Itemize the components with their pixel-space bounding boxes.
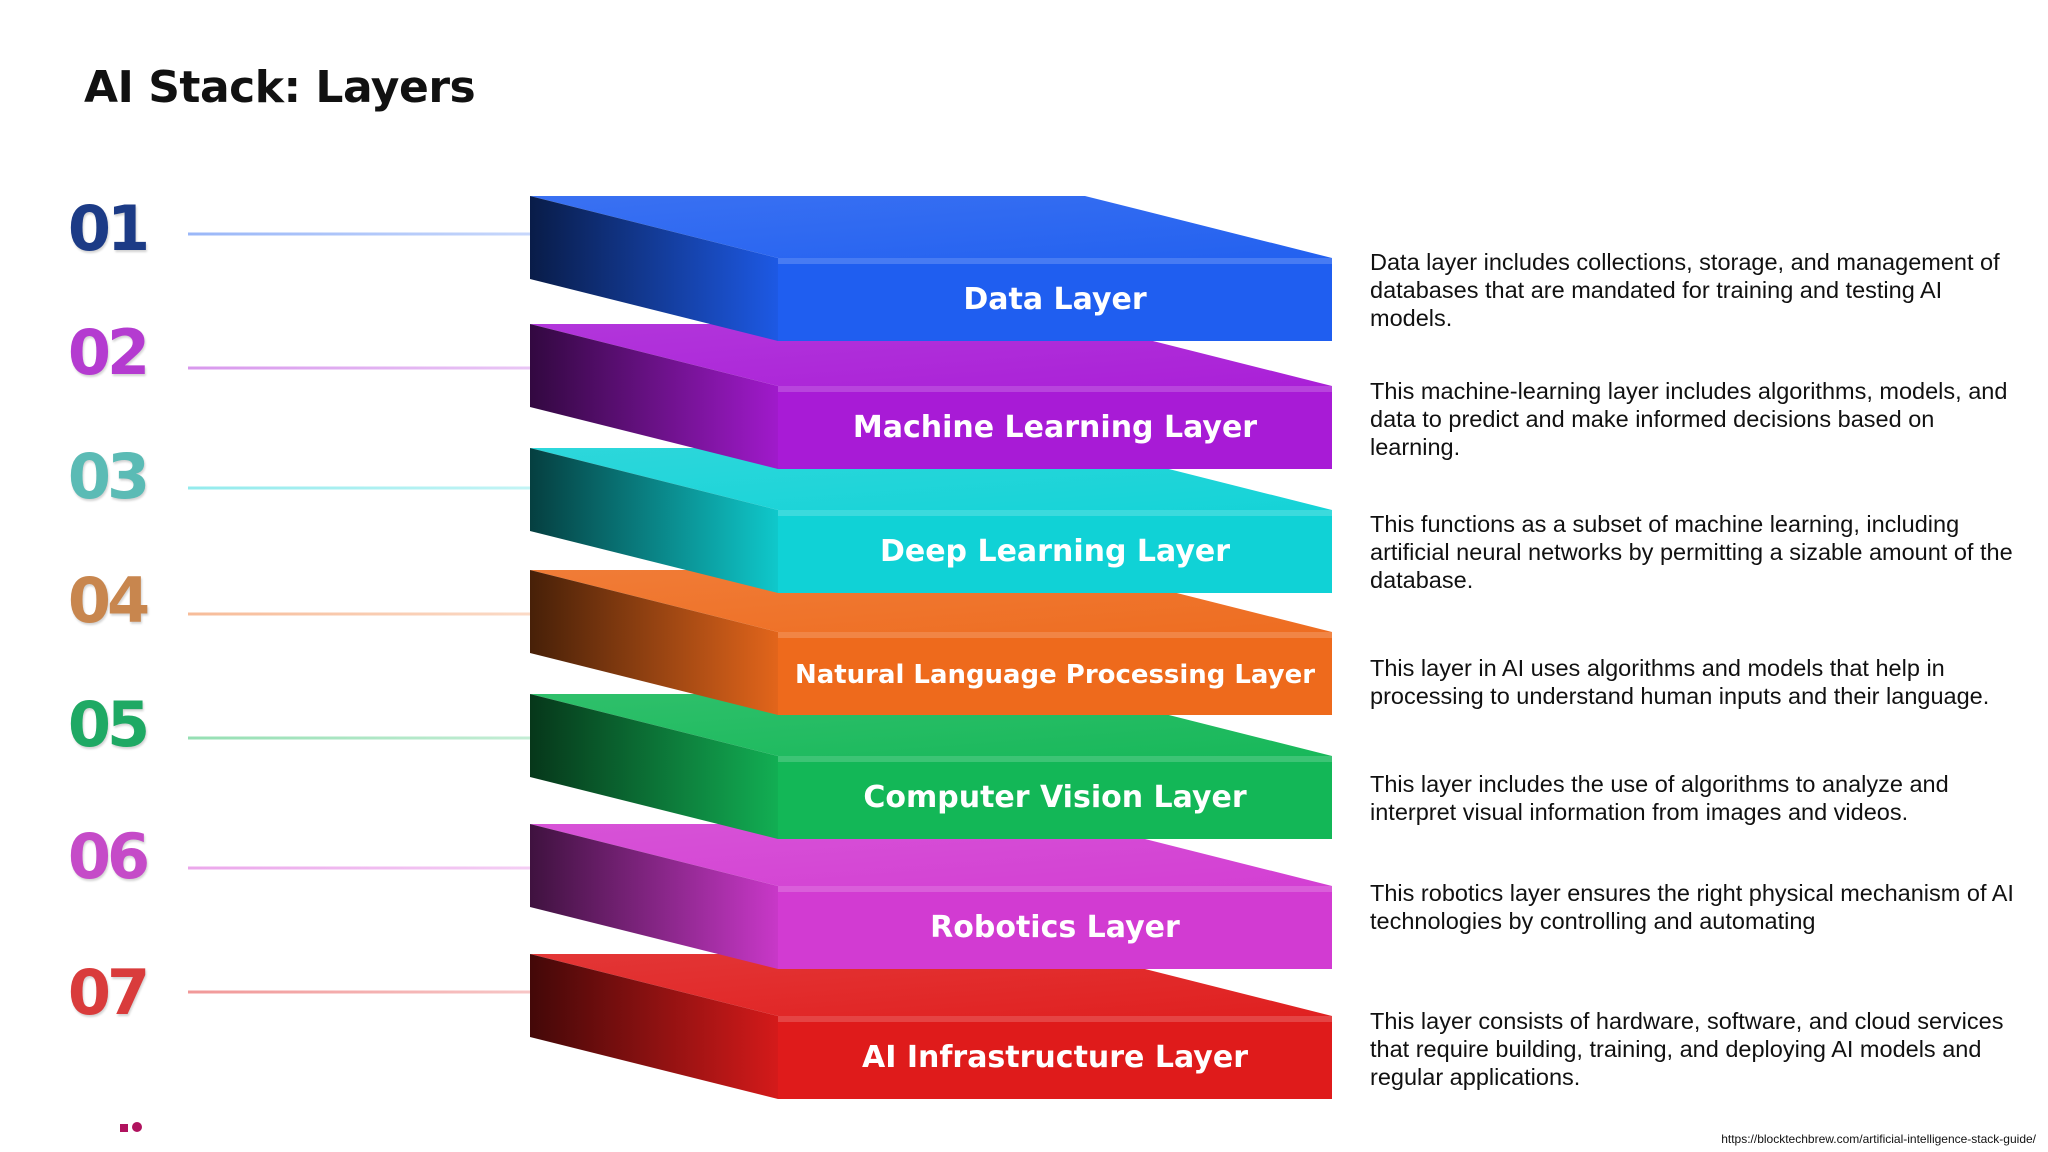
layer-slab-02: Machine Learning Layer (530, 324, 1332, 469)
layer-slab-01: Data Layer (530, 196, 1332, 341)
layer-slab-06: Robotics Layer (530, 824, 1332, 969)
layer-description-05: This layer includes the use of algorithm… (1370, 770, 2020, 826)
connector-line-01 (188, 233, 533, 236)
layer-description-01: Data layer includes collections, storage… (1370, 248, 2020, 332)
source-url: https://blocktechbrew.com/artificial-int… (1721, 1132, 2036, 1146)
connector-line-04 (188, 613, 533, 616)
layer-label-05: Computer Vision Layer (863, 780, 1247, 815)
layer-description-03: This functions as a subset of machine le… (1370, 510, 2020, 594)
connector-line-03 (188, 487, 533, 490)
layer-label-06: Robotics Layer (930, 910, 1180, 945)
connector-line-07 (188, 991, 533, 994)
layer-label-02: Machine Learning Layer (853, 410, 1257, 445)
connector-line-06 (188, 867, 533, 870)
layer-description-07: This layer consists of hardware, softwar… (1370, 1007, 2020, 1091)
layer-slab-07: AI Infrastructure Layer (530, 954, 1332, 1099)
layer-description-02: This machine-learning layer includes alg… (1370, 377, 2020, 461)
layer-slab-05: Computer Vision Layer (530, 694, 1332, 839)
connector-line-05 (188, 737, 533, 740)
logo-mark-icon (120, 1122, 146, 1132)
connector-line-02 (188, 367, 533, 370)
layer-label-01: Data Layer (963, 282, 1147, 317)
layer-description-06: This robotics layer ensures the right ph… (1370, 879, 2020, 935)
layer-description-04: This layer in AI uses algorithms and mod… (1370, 654, 2020, 710)
layer-label-07: AI Infrastructure Layer (862, 1040, 1248, 1075)
layer-label-04: Natural Language Processing Layer (795, 660, 1315, 690)
layer-label-03: Deep Learning Layer (880, 534, 1230, 569)
